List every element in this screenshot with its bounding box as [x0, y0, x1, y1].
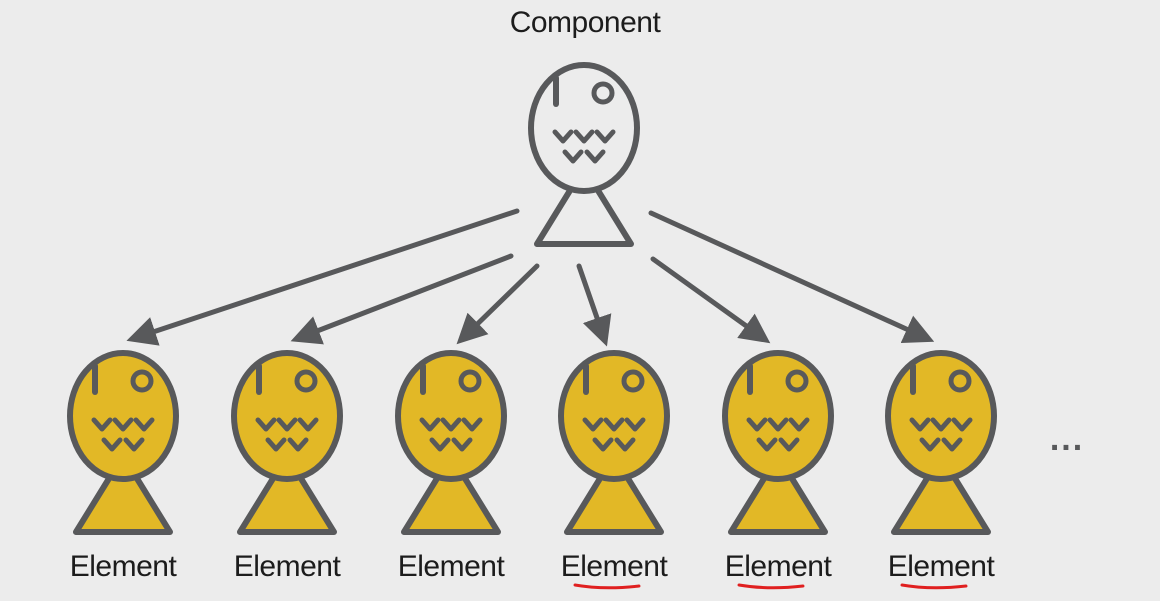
element-node-3 — [395, 350, 507, 535]
component-label: Component — [509, 6, 661, 39]
element-node-4 — [558, 350, 670, 535]
element-label-2: Element — [233, 550, 341, 583]
element-label-5: Element — [724, 550, 832, 583]
element-node-2 — [231, 350, 343, 535]
element-node-5 — [722, 350, 834, 535]
underlines-group — [573, 583, 968, 590]
arrow-to-element-5 — [650, 256, 771, 344]
underline-mark-5 — [737, 583, 805, 590]
element-label-6: Element — [887, 550, 995, 583]
arrow-to-element-1 — [126, 208, 520, 346]
element-label-1: Element — [69, 550, 177, 583]
element-node-6 — [885, 350, 997, 535]
element-label-3: Element — [397, 550, 505, 583]
element-label-4: Element — [560, 550, 668, 583]
nodes-group — [67, 62, 997, 535]
arrow-to-element-6 — [648, 210, 935, 343]
underline-mark-4 — [573, 583, 641, 590]
arrow-to-element-3 — [456, 263, 540, 345]
ellipsis-indicator: ... — [1050, 420, 1084, 458]
arrow-to-element-2 — [290, 253, 514, 345]
element-node-1 — [67, 350, 179, 535]
underline-mark-6 — [900, 583, 968, 590]
component-node — [528, 62, 640, 247]
arrows-group — [126, 208, 935, 347]
arrow-to-element-4 — [576, 263, 612, 347]
